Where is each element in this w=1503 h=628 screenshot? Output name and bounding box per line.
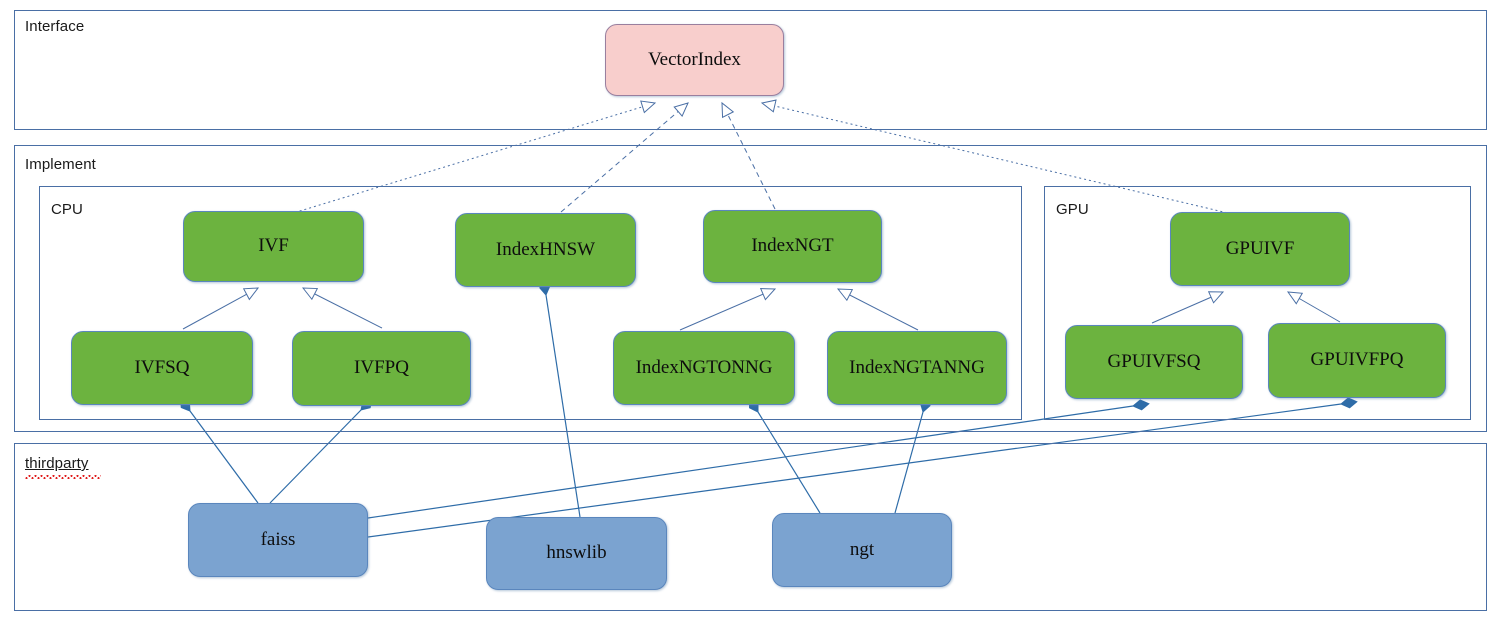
node-label-vectorindex: VectorIndex <box>648 48 741 70</box>
frame-label-implement: Implement <box>25 156 96 173</box>
node-label-gpuivf: GPUIVF <box>1225 237 1295 259</box>
node-indexngt[interactable]: IndexNGT <box>703 210 882 283</box>
node-label-faiss: faiss <box>260 528 296 550</box>
node-label-ivfpq: IVFPQ <box>354 357 409 379</box>
node-label-hnswlib: hnswlib <box>546 542 607 564</box>
node-ivfsq[interactable]: IVFSQ <box>71 331 253 405</box>
node-label-indexngtanng: IndexNGTANNG <box>849 356 985 378</box>
node-gpuivfsq[interactable]: GPUIVFSQ <box>1065 325 1243 399</box>
spellcheck-squiggle-thirdparty <box>25 475 101 479</box>
node-label-indexngt: IndexNGT <box>751 235 834 257</box>
frame-interface <box>14 10 1487 130</box>
node-label-gpuivfsq: GPUIVFSQ <box>1107 350 1201 372</box>
node-gpuivf[interactable]: GPUIVF <box>1170 212 1350 286</box>
frame-label-thirdparty: thirdparty <box>25 455 89 472</box>
frame-label-gpu: GPU <box>1056 201 1089 218</box>
node-vectorindex[interactable]: VectorIndex <box>605 24 784 96</box>
frame-thirdparty <box>14 443 1487 611</box>
node-label-ivfsq: IVFSQ <box>134 356 190 378</box>
node-hnswlib[interactable]: hnswlib <box>486 517 667 590</box>
node-label-ivf: IVF <box>258 235 289 257</box>
node-ivf[interactable]: IVF <box>183 211 364 282</box>
node-label-ngt: ngt <box>849 538 875 560</box>
node-gpuivfpq[interactable]: GPUIVFPQ <box>1268 323 1446 398</box>
node-indexngtonng[interactable]: IndexNGTONNG <box>613 331 795 405</box>
node-label-indexngtonng: IndexNGTONNG <box>635 356 773 378</box>
node-label-gpuivfpq: GPUIVFPQ <box>1310 349 1404 371</box>
node-ivfpq[interactable]: IVFPQ <box>292 331 471 406</box>
node-label-indexhnsw: IndexHNSW <box>495 238 596 260</box>
frame-label-cpu: CPU <box>51 201 83 218</box>
node-faiss[interactable]: faiss <box>188 503 368 577</box>
node-ngt[interactable]: ngt <box>772 513 952 587</box>
frame-implement <box>14 145 1487 432</box>
node-indexhnsw[interactable]: IndexHNSW <box>455 213 636 287</box>
node-indexngtanng[interactable]: IndexNGTANNG <box>827 331 1007 405</box>
frame-gpu <box>1044 186 1471 420</box>
frame-label-interface: Interface <box>25 18 85 35</box>
frame-cpu <box>39 186 1022 420</box>
